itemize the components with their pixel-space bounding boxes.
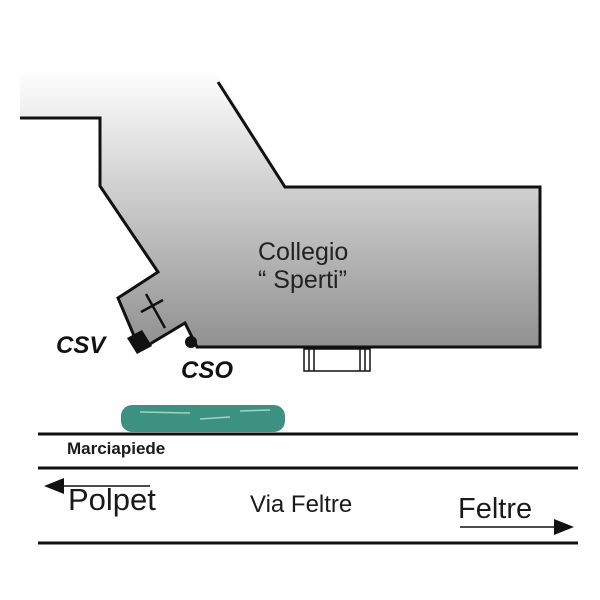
csv-label: CSV [56, 332, 106, 359]
entrance-steps [303, 348, 371, 372]
cso-label: CSO [181, 357, 234, 384]
building-name-line1: Collegio [258, 238, 349, 266]
street-lines [38, 432, 578, 545]
street-name: Via Feltre [250, 491, 353, 518]
cso-marker [185, 336, 197, 348]
arrow-left-icon [44, 478, 150, 494]
feltre-label: Feltre [458, 493, 533, 525]
building-outline [20, 81, 542, 353]
church-cross-icon [140, 293, 167, 329]
polpet-label: Polpet [68, 482, 156, 517]
arrow-right-icon [460, 519, 574, 535]
csv-marker [127, 330, 152, 354]
sidewalk-label: Marciapiede [67, 439, 166, 458]
building [20, 70, 540, 350]
building-name-line2: “ Sperti” [258, 266, 347, 294]
